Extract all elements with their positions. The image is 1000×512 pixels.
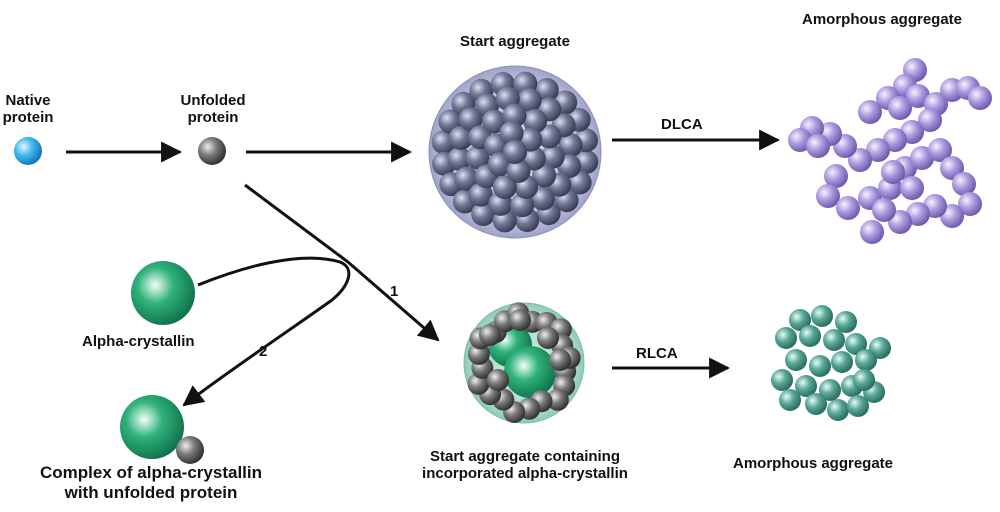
amorphous-particle [823,329,845,351]
amorphous-particle [779,389,801,411]
alpha-crystallin-particle [504,346,556,398]
dlca-label: DLCA [661,116,703,133]
aggregate-particle [447,146,472,171]
aggregate-particle [465,145,490,170]
aggregate-particle [506,158,531,183]
aggregate-particle [492,175,517,200]
alpha-crystallin-icon [131,261,195,325]
amorphous-particle [824,164,848,188]
amorphous-aggregate-top-label: Amorphous aggregate [802,11,963,28]
amorphous-particle [952,172,976,196]
amorphous-aggregate-bottom-icon [771,305,891,421]
amorphous-particle [827,399,849,421]
amorphous-particle [881,160,905,184]
amorphous-particle [872,198,896,222]
complex-icon [120,395,204,464]
amorphous-particle [795,375,817,397]
amorphous-particle [845,333,867,355]
amorphous-particle [775,327,797,349]
aggregate-particle [482,109,506,134]
aggregate-particle [510,193,535,218]
amorphous-particle [819,379,841,401]
rlca-label: RLCA [636,345,678,362]
aggregate-particle [517,88,542,113]
amorphous-particle [958,192,982,216]
aggregate-particle [546,388,569,411]
aggregate-particle [558,133,583,158]
amorphous-particle [900,176,924,200]
amorphous-particle [785,349,807,371]
aggregate-particle [479,324,501,346]
start-aggregate-icon [428,65,602,239]
amorphous-particle [853,369,875,391]
amorphous-particle [835,311,857,333]
aggregate-particle [530,186,555,211]
aggregate-particle [468,182,493,207]
aggregate-particle [499,121,524,146]
alpha-crystallin-label: Alpha-crystallin [82,333,195,350]
start-aggregate-label: Start aggregate [459,33,571,50]
amorphous-particle [848,148,872,172]
aggregate-particle [458,107,483,132]
start-aggregate-alpha-icon [463,302,585,424]
amorphous-particle [789,309,811,331]
amorphous-particle [811,305,833,327]
amorphous-particle [805,393,827,415]
amorphous-particle [866,138,890,162]
start-aggregate-alpha-label: Start aggregate containing incorporated … [422,448,628,483]
amorphous-particle [855,349,877,371]
aggregate-particle [454,166,479,191]
path-2-label: 2 [259,343,268,360]
aggregate-particle [448,125,473,150]
aggregate-particle [537,327,559,349]
amorphous-particle [799,325,821,347]
amorphous-particle [910,146,934,170]
aggregate-particle [540,144,565,169]
unfolded-protein-label: Unfolded protein [180,92,246,127]
amorphous-particle [906,84,930,108]
amorphous-particle [918,108,942,132]
amorphous-particle [806,134,830,158]
path-1-label: 1 [390,283,399,300]
amorphous-particle [831,351,853,373]
amorphous-particle [836,196,860,220]
arrows [66,129,781,407]
amorphous-particle [771,369,793,391]
aggregate-particle [503,140,527,164]
aggregate-particle [487,369,509,391]
amorphous-aggregate-top-icon [788,58,992,244]
amorphous-particle [858,100,882,124]
amorphous-aggregate-bottom-label: Amorphous aggregate [733,455,894,472]
arrow-path-1 [244,183,440,342]
unfolded-protein-icon [198,137,226,165]
amorphous-particle [816,184,840,208]
native-protein-icon [14,137,42,165]
amorphous-particle [928,138,952,162]
amorphous-particle [968,86,992,110]
amorphous-particle [860,220,884,244]
aggregate-particle [537,124,562,149]
amorphous-particle [809,355,831,377]
complex-label: Complex of alpha-crystallin with unfolde… [40,463,262,502]
arrow-alpha-loop [182,256,351,407]
aggregate-particle [549,349,571,371]
aggregate-particle [523,109,548,133]
native-protein-label: Native protein [2,92,54,127]
amorphous-particle [888,96,912,120]
amorphous-particle [906,202,930,226]
aggregate-particle [509,309,531,331]
amorphous-particle [847,395,869,417]
